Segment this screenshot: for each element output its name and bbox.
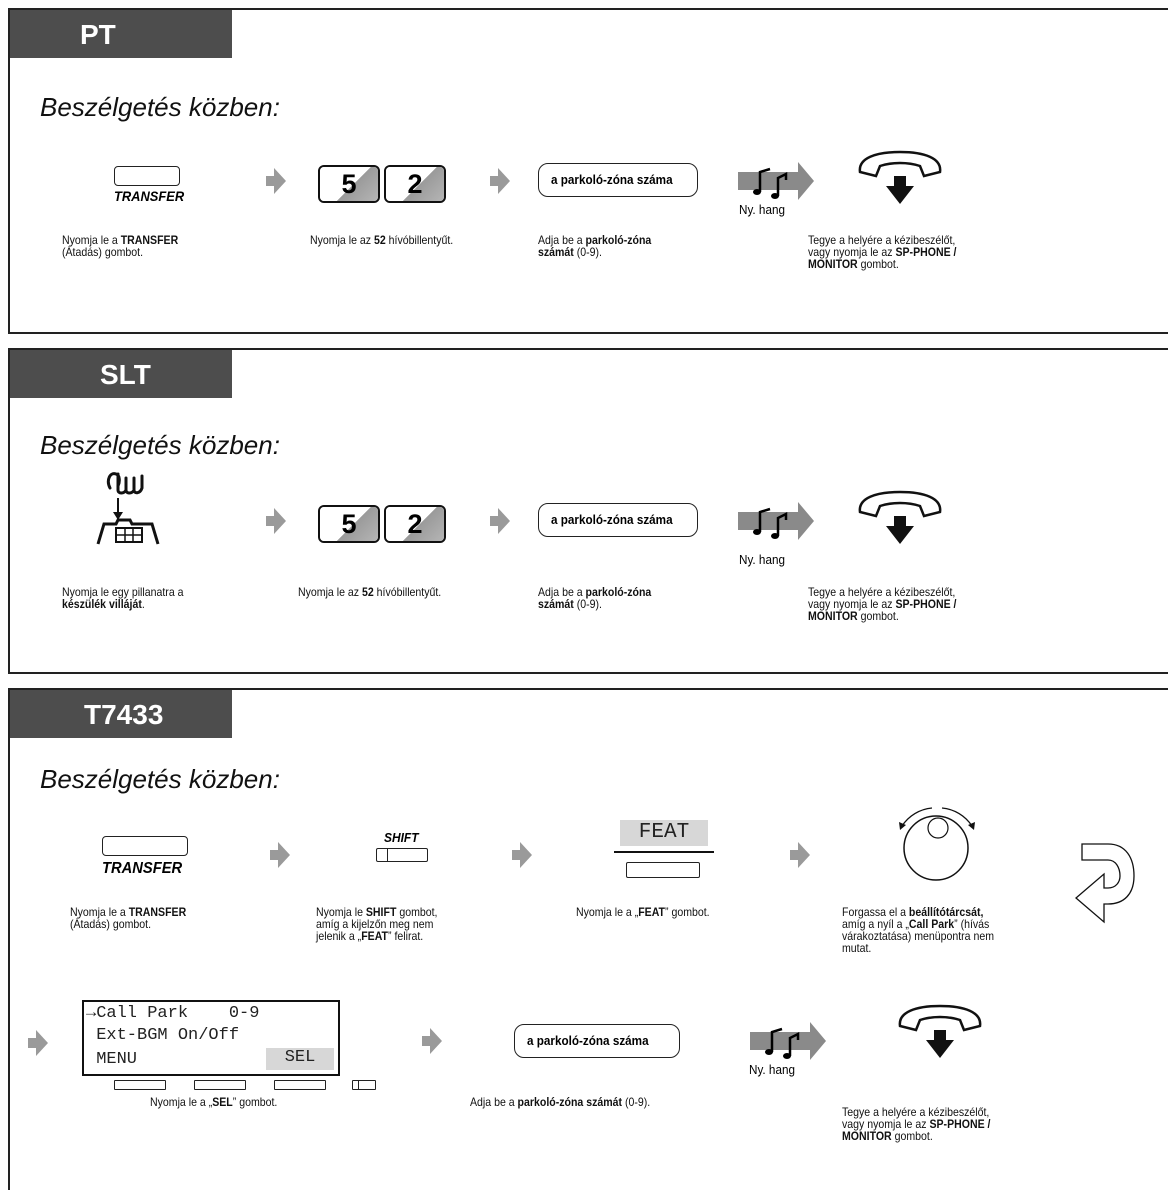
step-arrow-icon <box>270 842 290 868</box>
section-pt: PT Beszélgetés közben: TRANSFER 5 2 a pa… <box>8 8 1168 334</box>
transfer-key-icon <box>102 836 188 856</box>
step-caption: Nyomja le a TRANSFER(Átadás) gombot. <box>62 233 179 259</box>
continue-uturn-arrow-icon <box>1075 843 1135 924</box>
softkey-icon <box>274 1080 326 1090</box>
section-heading: Beszélgetés közben: <box>40 92 280 122</box>
feat-key-icon <box>626 862 700 878</box>
shift-key-icon <box>376 848 428 862</box>
feat-display: FEAT <box>620 820 708 846</box>
step-caption: Nyomja le SHIFT gombot,amíg a kijelzőn m… <box>316 905 438 943</box>
step-arrow-icon <box>266 168 286 194</box>
lcd-line-ext-bgm: Ext-BGM On/Off <box>86 1026 240 1045</box>
transfer-key-label: TRANSFER <box>114 188 185 204</box>
parking-zone-button: a parkoló-zóna száma <box>538 503 698 537</box>
step-caption: Tegye a helyére a kézibeszélőt,vagy nyom… <box>842 1105 991 1143</box>
lcd-softkey-menu: MENU <box>86 1050 138 1069</box>
digit-key: 2 <box>384 165 446 203</box>
step-arrow-icon <box>422 1028 442 1054</box>
step-caption: Nyomja le az 52 hívóbillentyűt. <box>298 585 442 599</box>
tone-arrow-icon <box>738 162 814 200</box>
softkey-icon <box>352 1080 376 1090</box>
lcd-line-call-park: →Call Park 0-9 <box>86 1004 260 1023</box>
softkey-icon <box>194 1080 246 1090</box>
tone-label: Ny. hang <box>749 1062 795 1077</box>
section-slt: SLT Beszélgetés közben: 5 2 a parkoló-zó… <box>8 348 1168 674</box>
section-tab: SLT <box>10 350 232 398</box>
transfer-key-label: TRANSFER <box>102 860 183 877</box>
transfer-key-icon <box>114 166 180 186</box>
parking-zone-button: a parkoló-zóna száma <box>514 1024 680 1058</box>
handset-hangup-icon <box>858 150 942 204</box>
step-caption: Tegye a helyére a kézibeszélőt,vagy nyom… <box>808 585 957 623</box>
step-arrow-icon <box>490 508 510 534</box>
step-caption: Nyomja le a „FEAT” gombot. <box>576 905 710 919</box>
tone-arrow-icon <box>738 502 814 540</box>
step-arrow-icon <box>266 508 286 534</box>
handset-hangup-icon <box>858 490 942 544</box>
digit-key: 5 <box>318 165 380 203</box>
tone-label: Ny. hang <box>739 202 785 217</box>
section-heading: Beszélgetés közben: <box>40 430 280 460</box>
tone-label: Ny. hang <box>739 552 785 567</box>
feat-divider <box>614 851 714 853</box>
step-arrow-icon <box>490 168 510 194</box>
step-caption: Nyomja le az 52 hívóbillentyűt. <box>310 233 454 247</box>
handset-hangup-icon <box>898 1004 982 1058</box>
step-caption: Adja be a parkoló-zóna számát (0-9). <box>470 1095 651 1109</box>
step-arrow-icon <box>790 842 810 868</box>
lcd-softkey-sel: SEL <box>266 1048 334 1070</box>
hookswitch-flash-icon <box>96 472 160 545</box>
tone-arrow-icon <box>750 1022 826 1060</box>
step-caption: Tegye a helyére a kézibeszélőt,vagy nyom… <box>808 233 957 271</box>
section-t7433: T7433 Beszélgetés közben: TRANSFER SHIFT… <box>8 688 1168 1190</box>
step-caption: Forgassa el a beállítótárcsát,amíg a nyí… <box>842 905 995 955</box>
step-arrow-icon <box>28 1030 48 1056</box>
shift-key-label: SHIFT <box>384 830 419 845</box>
section-tab: PT <box>10 10 232 58</box>
section-tab: T7433 <box>10 690 232 738</box>
step-caption: Nyomja le a „SEL” gombot. <box>150 1095 278 1109</box>
jog-dial-icon <box>899 807 975 881</box>
softkey-icon <box>114 1080 166 1090</box>
step-caption: Nyomja le a TRANSFER(Átadás) gombot. <box>70 905 187 931</box>
section-heading: Beszélgetés közben: <box>40 764 280 794</box>
parking-zone-button: a parkoló-zóna száma <box>538 163 698 197</box>
digit-key: 5 <box>318 505 380 543</box>
lcd-display: →Call Park 0-9 Ext-BGM On/Off MENU SEL <box>82 1000 340 1076</box>
digit-key: 2 <box>384 505 446 543</box>
step-arrow-icon <box>512 842 532 868</box>
